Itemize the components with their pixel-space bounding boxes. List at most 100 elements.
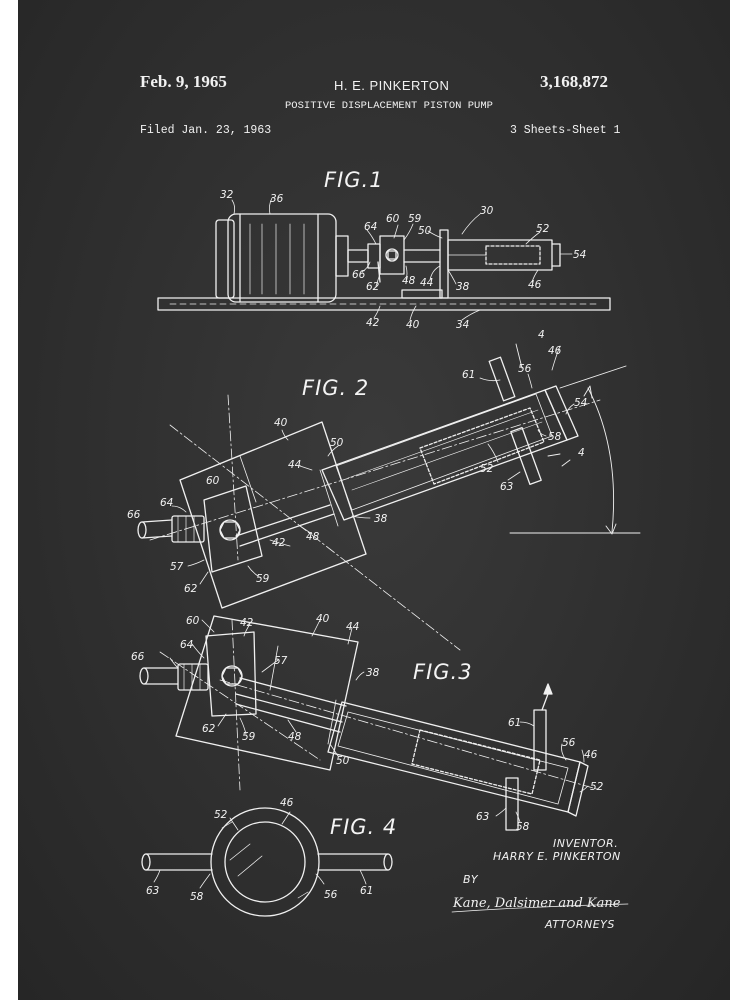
fig2-numerals: 4 46 61 56 54 40 50 44 58 4 52 63 60 64 …: [127, 329, 587, 595]
fig3-ref: 61: [508, 717, 521, 729]
fig1-label: FIG.1: [324, 168, 384, 192]
fig1-ref: 42: [366, 317, 380, 329]
fig4-ref: 56: [324, 889, 338, 901]
fig4-cylinder-section: [210, 807, 320, 917]
fig3-ref: 52: [590, 781, 604, 793]
fig3-drawing: 60 42 40 44 64 66 57 38 62 59 48 50 61 5…: [131, 613, 604, 833]
fig3-ref: 57: [274, 655, 288, 667]
patent-date: Feb. 9, 1965: [140, 72, 227, 91]
fig3-housing-block: [175, 615, 359, 771]
fig4-numerals: 52 46 63 58 56 61: [146, 797, 373, 903]
fig1-ref: 62: [366, 281, 380, 293]
fig3-label: FIG.3: [413, 660, 473, 684]
fig2-ref: 42: [272, 537, 286, 549]
fig3-ref: 40: [316, 613, 330, 625]
fig4-label: FIG. 4: [330, 815, 398, 839]
fig2-label: FIG. 2: [302, 376, 370, 400]
fig3-ref: 60: [186, 615, 200, 627]
fig1-numerals: 32 36 64 60 59 30 50 52 54 66 62 48 44 3…: [220, 189, 586, 331]
fig3-ref: 48: [288, 731, 302, 743]
fig2-ref: 64: [160, 497, 173, 509]
fig3-ref: 42: [240, 617, 254, 629]
fig4-rods: [141, 853, 393, 871]
fig2-ref: 40: [274, 417, 288, 429]
fig3-ref: 64: [180, 639, 193, 651]
patent-number: 3,168,872: [540, 72, 608, 91]
fig2-coupling-block: [203, 485, 335, 573]
inventor-label: INVENTOR.: [553, 837, 619, 850]
fig2-ref: 48: [306, 531, 320, 543]
fig1-ref: 54: [573, 249, 586, 261]
fig1-ref: 66: [352, 269, 366, 281]
inventor-name: HARRY E. PINKERTON: [493, 850, 621, 863]
fig4-drawing: 52 46 63 58 56 61: [141, 797, 393, 917]
fig1-ref: 34: [456, 319, 469, 331]
fig2-ref: 58: [548, 431, 562, 443]
fig3-ref: 44: [346, 621, 359, 633]
fig3-ref: 66: [131, 651, 145, 663]
fig1-base-plate: [157, 297, 611, 311]
fig4-ref: 61: [360, 885, 373, 897]
fig1-ref: 52: [536, 223, 550, 235]
fig1-ref: 48: [402, 275, 416, 287]
fig2-leader-lines: [171, 345, 575, 585]
fig2-ref: 46: [548, 345, 562, 357]
fig2-ref: 50: [330, 437, 344, 449]
fig2-ref: 44: [288, 459, 301, 471]
fig2-ref: 52: [480, 463, 494, 475]
fig2-ref: 62: [184, 583, 198, 595]
fig1-ref: 40: [406, 319, 420, 331]
fig2-ref: 54: [574, 397, 587, 409]
fig2-ref: 56: [518, 363, 532, 375]
fig1-coupling-block: [367, 235, 405, 283]
fig2-cylinder: [321, 356, 579, 521]
fig3-numerals: 60 42 40 44 64 66 57 38 62 59 48 50 61 5…: [131, 613, 604, 833]
fig2-ref: 66: [127, 509, 141, 521]
fig4-ref: 58: [190, 891, 204, 903]
filed-date: Filed Jan. 23, 1963: [140, 124, 272, 137]
fig1-ref: 50: [418, 225, 432, 237]
fig2-housing-block: [179, 421, 367, 609]
fig1-motor: [215, 213, 369, 303]
fig2-ref: 57: [170, 561, 184, 573]
fig4-leader-lines: [153, 811, 367, 889]
fig3-ref: 38: [366, 667, 380, 679]
fig3-leader-lines: [169, 619, 589, 823]
fig2-ref: 4: [578, 447, 585, 459]
attorneys-label: ATTORNEYS: [545, 918, 615, 931]
fig3-cylinder: [235, 677, 589, 831]
fig2-shaft: [137, 515, 205, 543]
fig4-ref: 46: [280, 797, 294, 809]
attorneys-signature: Kane, Dalsimer and Kane: [453, 896, 621, 911]
fig3-ref: 59: [242, 731, 256, 743]
fig2-ref: 4: [538, 329, 545, 341]
patent-title: POSITIVE DISPLACEMENT PISTON PUMP: [285, 100, 493, 112]
fig2-ref: 59: [256, 573, 270, 585]
fig2-section-mark: [515, 343, 571, 467]
fig3-ref: 63: [476, 811, 489, 823]
sheet-number: 3 Sheets-Sheet 1: [510, 124, 621, 137]
fig2-ref: 61: [462, 369, 475, 381]
fig4-ref: 63: [146, 885, 159, 897]
fig1-ref: 38: [456, 281, 470, 293]
fig1-ref: 36: [270, 193, 284, 205]
fig2-ref: 60: [206, 475, 220, 487]
fig2-drawing: 4 46 61 56 54 40 50 44 58 4 52 63 60 64 …: [127, 329, 641, 651]
fig3-ref: 56: [562, 737, 576, 749]
signature-flourish: [451, 903, 629, 913]
fig2-angle-arc: [509, 365, 641, 535]
fig1-ref: 32: [220, 189, 234, 201]
fig1-drawing: 32 36 64 60 59 30 50 52 54 66 62 48 44 3…: [157, 189, 611, 331]
fig1-pump-cylinder: [401, 229, 561, 299]
fig4-ref: 52: [214, 809, 228, 821]
fig1-ref: 64: [364, 221, 377, 233]
fig3-shaft: [139, 663, 209, 691]
by-label: BY: [463, 873, 479, 886]
chalkboard-background: [18, 0, 730, 1000]
inventor-header: H. E. PINKERTON: [334, 78, 450, 93]
fig3-ref: 58: [516, 821, 530, 833]
fig2-ref: 38: [374, 513, 388, 525]
fig1-leader-lines: [231, 197, 573, 321]
fig1-ref: 59: [408, 213, 422, 225]
